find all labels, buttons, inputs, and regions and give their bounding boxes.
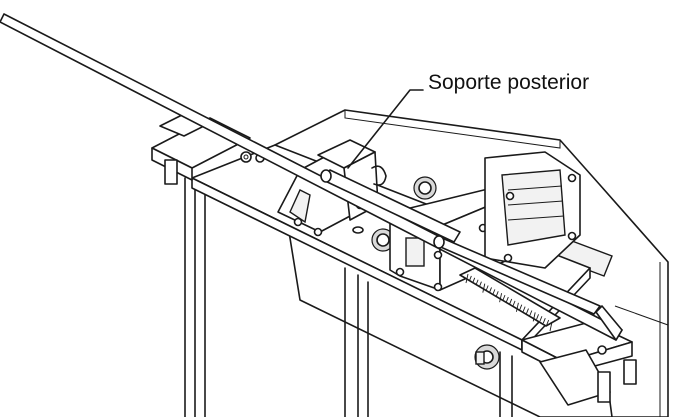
stand-frame [184,177,513,417]
scale-tick [499,293,503,303]
scale-tick [489,287,492,293]
scale-tick [479,281,482,287]
callout: Soporte posterior [347,71,589,169]
scale-tick [549,321,553,332]
scale-tick [465,273,469,284]
scale-tick [509,298,513,305]
callout-label: Soporte posterior [428,71,589,94]
scale-tick [522,306,526,312]
guide-rods [0,13,623,341]
knobs [371,176,500,370]
scale-tick [539,316,543,322]
scale-tick [475,279,479,285]
scale-tick [546,319,550,326]
scale-tick [492,289,496,295]
callout-leader-line [347,89,424,169]
scale-tick [519,304,523,310]
scale-tick [526,308,529,314]
scale-tick [542,317,546,324]
scale-tick [505,296,509,303]
scale-tick [536,314,539,320]
scale-tick [482,283,486,293]
scale-tick [512,300,516,307]
scale-tick [485,285,489,291]
scale-tick [468,275,472,282]
measuring-scale [459,267,561,332]
roller-housing [484,151,581,269]
scale-tick [495,291,499,297]
scale-tick [529,310,533,316]
scale-tick [502,294,506,301]
scale-tick [472,277,476,284]
scale-tick [515,302,519,312]
scale-tick [532,312,536,322]
